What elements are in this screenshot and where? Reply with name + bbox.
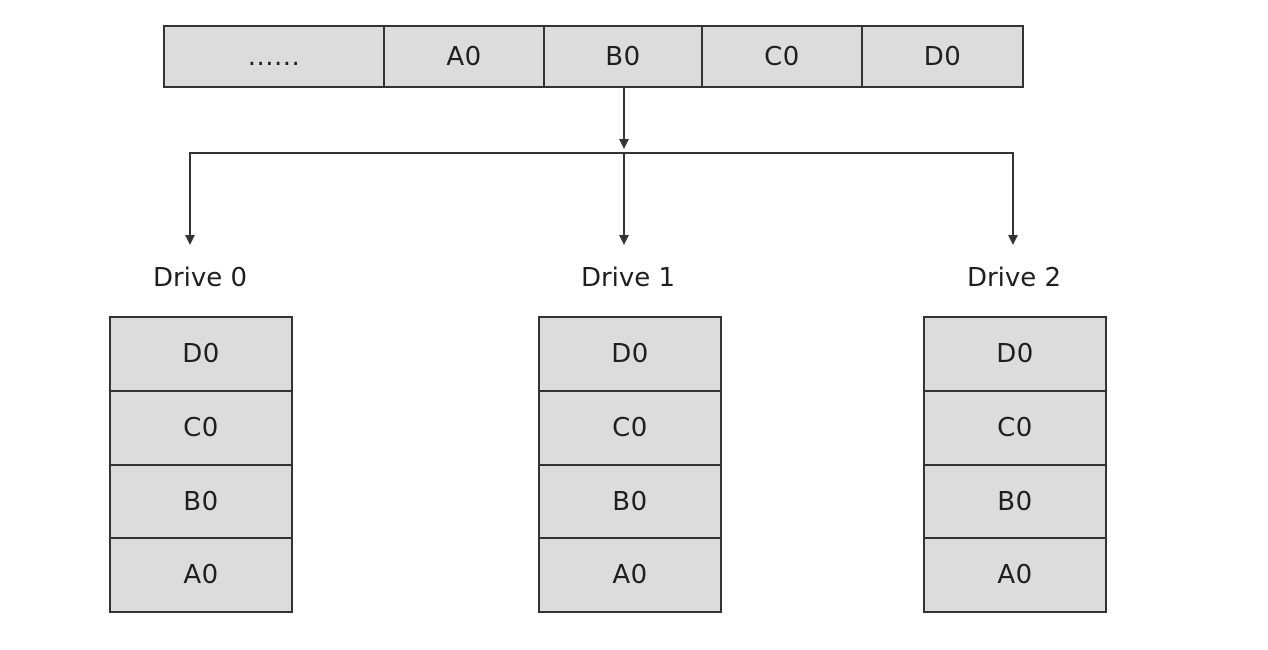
- stream-cell-d0: D0: [861, 25, 1024, 88]
- drive-block: C0: [538, 390, 722, 466]
- drive-block: B0: [109, 464, 293, 539]
- stream-cell-a0: A0: [383, 25, 545, 88]
- drive-block: C0: [109, 390, 293, 466]
- drive-block: D0: [538, 316, 722, 392]
- drive-label: Drive 1: [580, 263, 676, 293]
- drive-block: B0: [538, 464, 722, 539]
- drive-block: A0: [109, 537, 293, 613]
- drive-label: Drive 2: [966, 263, 1062, 293]
- stream-cell-c0: C0: [701, 25, 863, 88]
- drive-block: D0: [109, 316, 293, 392]
- drive-label: Drive 0: [152, 263, 248, 293]
- drive-block: B0: [923, 464, 1107, 539]
- drive-block: D0: [923, 316, 1107, 392]
- drive-block: C0: [923, 390, 1107, 466]
- drive-block: A0: [538, 537, 722, 613]
- stream-cell-ellipsis: ......: [163, 25, 385, 88]
- drive-block: A0: [923, 537, 1107, 613]
